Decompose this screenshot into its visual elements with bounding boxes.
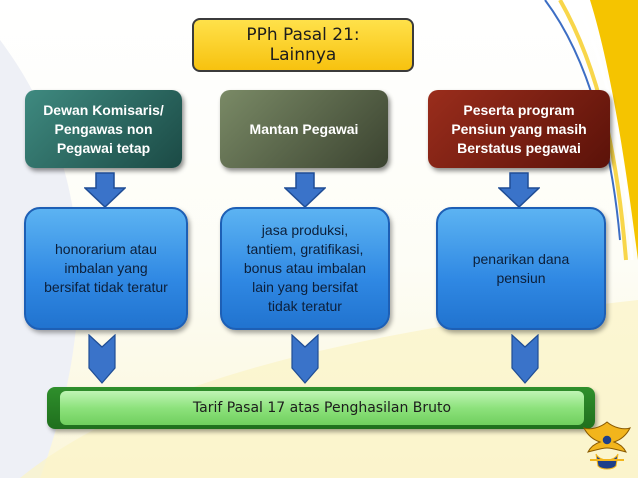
description-box-honorarium: honorarium atau imbalan yang bersifat ti… xyxy=(24,207,188,330)
category-box-peserta-pensiun: Peserta program Pensiun yang masih Berst… xyxy=(428,90,610,168)
category-box-dewan-komisaris: Dewan Komisaris/ Pengawas non Pegawai te… xyxy=(25,90,182,168)
description-2-line-2: tantiem, gratifikasi, xyxy=(246,241,364,257)
category-3-line-2: Pensiun yang masih xyxy=(451,120,587,137)
description-2-line-3: bonus atau imbalan xyxy=(243,260,367,276)
category-3-line-1: Peserta program xyxy=(463,101,575,118)
description-box-jasa-produksi: jasa produksi, tantiem, gratifikasi, bon… xyxy=(220,207,390,330)
description-box-penarikan-dana: penarikan dana pensiun xyxy=(436,207,606,330)
description-2-line-1: jasa produksi, xyxy=(261,222,349,238)
result-label: Tarif Pasal 17 atas Penghasilan Bruto xyxy=(60,391,584,425)
category-1-line-3: Pegawai tetap xyxy=(56,139,151,156)
down-arrow-icon xyxy=(88,334,116,384)
down-arrow-icon xyxy=(291,334,319,384)
category-2-line-1: Mantan Pegawai xyxy=(249,120,359,137)
description-2-line-4: lain yang bersifat xyxy=(252,279,358,295)
down-arrow-icon xyxy=(284,172,326,208)
down-arrow-icon xyxy=(498,172,540,208)
title-box: PPh Pasal 21: Lainnya xyxy=(192,18,414,72)
description-1-line-3: bersifat tidak teratur xyxy=(44,279,168,295)
description-2-line-5: tidak teratur xyxy=(268,298,342,314)
description-3-line-2: pensiun xyxy=(496,269,546,286)
down-arrow-icon xyxy=(84,172,126,208)
category-1-line-1: Dewan Komisaris/ xyxy=(43,101,164,118)
category-1-line-2: Pengawas non xyxy=(54,120,153,137)
description-1-line-2: imbalan yang xyxy=(64,260,148,276)
description-3-line-1: penarikan dana xyxy=(472,250,570,267)
category-box-mantan-pegawai: Mantan Pegawai xyxy=(220,90,388,168)
title-line-1: PPh Pasal 21: xyxy=(246,25,360,45)
category-3-line-3: Berstatus pegawai xyxy=(457,139,581,156)
title-line-2: Lainnya xyxy=(269,45,337,65)
garuda-emblem-icon xyxy=(583,421,631,470)
description-1-line-1: honorarium atau xyxy=(55,241,157,257)
down-arrow-icon xyxy=(511,334,539,384)
